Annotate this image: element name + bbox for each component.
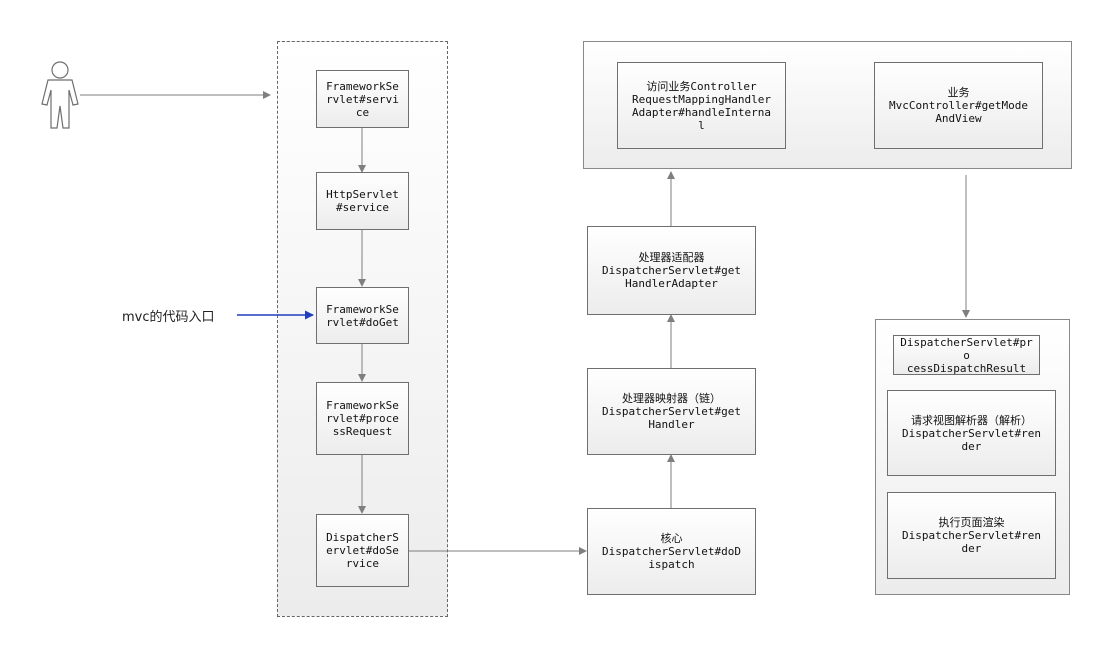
process-dispatch-result-box[interactable]: DispatcherServlet#pro cessDispatchResult: [893, 335, 1040, 375]
dodispatch-box[interactable]: 核心 DispatcherServlet#doD ispatch: [587, 508, 756, 595]
render-page-box[interactable]: 执行页面渲染 DispatcherServlet#ren der: [887, 492, 1056, 579]
dispatcher-doservice-box[interactable]: DispatcherS ervlet#doSe rvice: [316, 514, 409, 587]
entry-label: mvc的代码入口: [122, 310, 215, 325]
framework-service-box[interactable]: FrameworkSe rvlet#servi ce: [316, 70, 409, 128]
framework-process-box[interactable]: FrameworkSe rvlet#proce ssRequest: [316, 382, 409, 455]
framework-doget-box[interactable]: FrameworkSe rvlet#doGet: [316, 287, 409, 344]
gethandler-box[interactable]: 处理器映射器（链） DispatcherServlet#get Handler: [587, 368, 756, 455]
handle-internal-box[interactable]: 访问业务Controller RequestMappingHandler Ada…: [617, 62, 786, 149]
gethandleradapter-box[interactable]: 处理器适配器 DispatcherServlet#get HandlerAdap…: [587, 226, 756, 315]
render-view-resolver-box[interactable]: 请求视图解析器（解析） DispatcherServlet#ren der: [887, 390, 1056, 476]
get-model-view-box[interactable]: 业务 MvcController#getMode AndView: [874, 62, 1043, 149]
http-service-box[interactable]: HttpServlet #service: [316, 172, 409, 230]
